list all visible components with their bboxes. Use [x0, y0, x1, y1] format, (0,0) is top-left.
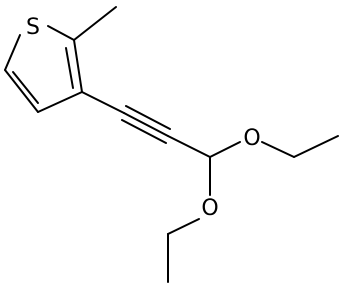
bond-upper-ethyl-ch2-to-ch3 [293, 135, 339, 158]
bond-c4-c5-inner-double [12, 71, 39, 104]
bond-triple-top [125, 105, 171, 130]
bond-triple-bottom [121, 119, 167, 144]
bond-triple-middle [123, 112, 169, 137]
bond-c5-to-s [4, 34, 21, 71]
bond-lower-oxygen-to-ethyl [167, 218, 200, 235]
bond-alkyne-to-acetal-carbon [167, 135, 211, 158]
lower-oxygen-atom-label: O [201, 196, 218, 221]
sulfur-atom-label: S [26, 15, 40, 40]
bond-c3-to-c4 [37, 91, 83, 113]
bond-c4-to-c5 [4, 69, 39, 113]
bond-methyl [73, 6, 117, 41]
bond-upper-oxygen-to-ethyl [261, 141, 295, 158]
bond-c2-to-c3 [73, 39, 83, 93]
upper-oxygen-atom-label: O [243, 126, 260, 151]
bond-acetal-to-upper-oxygen [209, 141, 241, 158]
bond-c2-c3-inner-double [65, 47, 74, 89]
bond-s-to-c2 [47, 25, 75, 41]
bond-ring-to-alkyne [81, 91, 125, 114]
